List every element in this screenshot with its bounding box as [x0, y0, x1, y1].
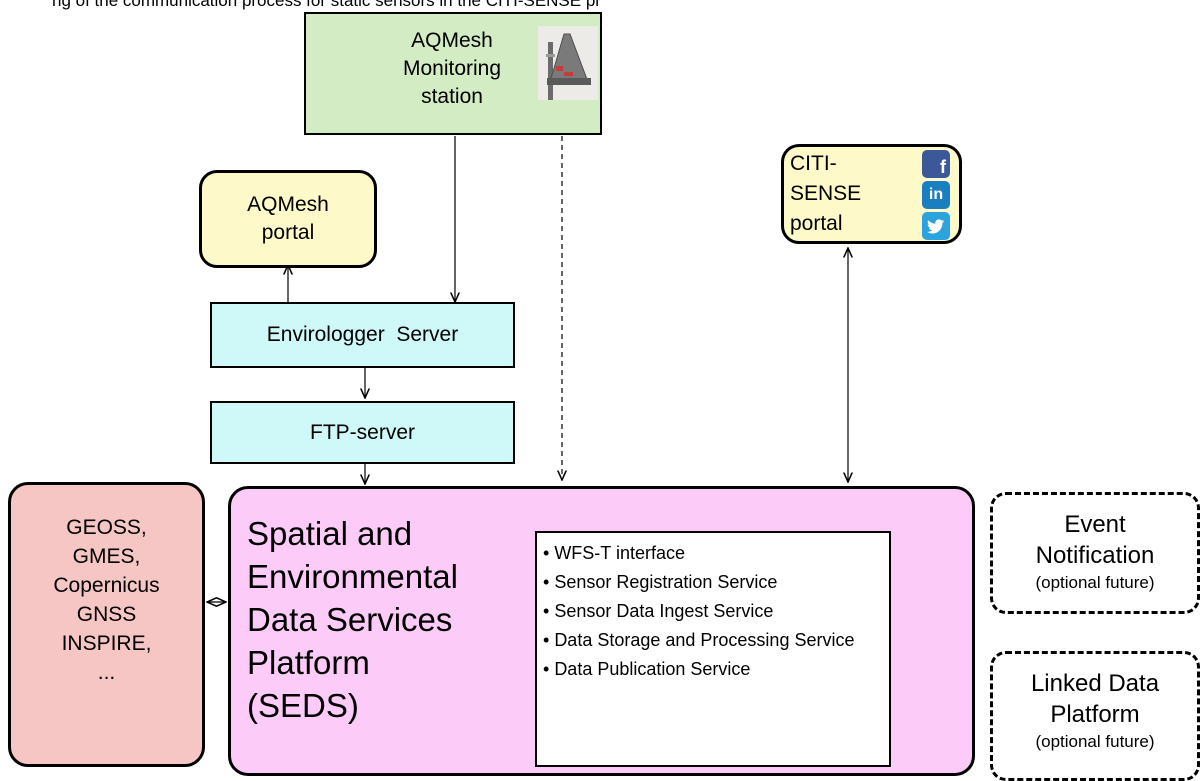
sensor-device-image: [538, 26, 598, 100]
twitter-icon: [922, 212, 950, 240]
service-item: WFS-T interface: [543, 539, 883, 568]
social-icons: f in: [922, 150, 954, 243]
linkedin-icon: in: [922, 181, 950, 209]
service-item: Sensor Data Ingest Service: [543, 597, 883, 626]
external-systems-box: GEOSS, GMES, Copernicus GNSS INSPIRE, ..…: [8, 482, 205, 767]
top-caption: ng of the communication process for stat…: [52, 0, 600, 10]
linked-data-platform-box: Linked Data Platform (optional future): [990, 651, 1200, 781]
aqmesh-portal-box: AQMesh portal: [199, 170, 377, 268]
service-item: Data Storage and Processing Service: [543, 626, 883, 655]
envirologger-server-box: Envirologger Server: [210, 302, 515, 368]
citi-sense-portal-box: CITI- SENSE portal f in: [781, 144, 962, 244]
station-label: AQMesh Monitoring station: [402, 29, 502, 108]
ftp-server-box: FTP-server: [210, 401, 515, 464]
seds-platform-box: Spatial and Environmental Data Services …: [228, 486, 975, 776]
citi-portal-label: CITI- SENSE portal: [790, 152, 862, 235]
service-item: Sensor Registration Service: [543, 568, 883, 597]
event-notification-box: Event Notification (optional future): [990, 492, 1200, 614]
service-item: Data Publication Service: [543, 655, 883, 684]
seds-services-list: WFS-T interface Sensor Registration Serv…: [535, 531, 891, 767]
seds-title: Spatial and Environmental Data Services …: [247, 515, 458, 724]
aqmesh-monitoring-station-box: AQMesh Monitoring station: [304, 12, 602, 135]
facebook-icon: f: [922, 150, 950, 178]
